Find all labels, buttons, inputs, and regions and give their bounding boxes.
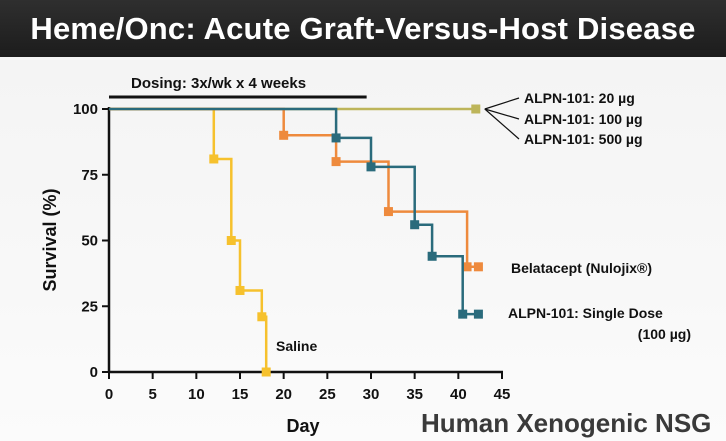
series-label-alpn-multi: ALPN-101: 500 µg xyxy=(524,131,643,147)
y-tick-label: 75 xyxy=(81,167,98,184)
series-line-belatacept xyxy=(109,107,479,269)
x-tick-label: 35 xyxy=(406,386,423,403)
slide-body xyxy=(0,57,726,441)
series-label-alpn-single-dose: (100 µg) xyxy=(638,326,691,342)
axis-ticks: 0 5 10 15 20 25 30 35 40 45 0 25 50 75 100 xyxy=(73,101,510,403)
series-group xyxy=(109,104,483,377)
series-label-alpn-single: ALPN-101: Single Dose xyxy=(508,305,663,321)
data-point xyxy=(209,154,219,164)
data-point xyxy=(473,309,483,319)
series-line-alpn_single xyxy=(109,107,479,316)
data-point xyxy=(226,236,236,245)
data-point xyxy=(471,104,481,114)
x-tick-label: 5 xyxy=(148,386,156,403)
y-tick-label: 100 xyxy=(73,101,98,118)
y-tick-label: 50 xyxy=(81,233,98,250)
series-saline xyxy=(109,107,271,377)
x-axis-label: Day xyxy=(286,416,319,436)
slide-header: Heme/Onc: Acute Graft-Versus-Host Diseas… xyxy=(0,0,726,57)
callout-line xyxy=(484,97,520,110)
dosing-annotation-label: Dosing: 3x/wk x 4 weeks xyxy=(131,75,306,92)
data-point xyxy=(261,367,271,377)
series-label-alpn-multi: ALPN-101: 100 µg xyxy=(524,111,643,127)
x-tick-label: 40 xyxy=(450,386,467,403)
data-point xyxy=(473,262,483,272)
data-point xyxy=(427,251,437,261)
data-point xyxy=(458,309,468,319)
data-point xyxy=(383,207,393,217)
data-point xyxy=(410,220,420,230)
y-tick-label: 25 xyxy=(81,298,98,315)
slide-title: Heme/Onc: Acute Graft-Versus-Host Diseas… xyxy=(30,10,696,46)
y-tick-label: 0 xyxy=(90,364,98,381)
series-labels: ALPN-101: 20 µg ALPN-101: 100 µg ALPN-101:… xyxy=(276,90,691,354)
y-axis-label: Survival (%) xyxy=(40,188,60,291)
data-point xyxy=(279,130,289,140)
data-point xyxy=(235,285,245,295)
x-tick-label: 20 xyxy=(275,386,292,403)
data-point xyxy=(331,157,341,167)
callout-line xyxy=(484,108,520,120)
data-point xyxy=(331,133,341,143)
x-tick-label: 0 xyxy=(105,386,113,403)
model-label: Human Xenogenic NSG xyxy=(421,408,712,438)
x-tick-label: 15 xyxy=(232,386,249,403)
data-point xyxy=(366,162,376,172)
x-tick-label: 10 xyxy=(188,386,205,403)
data-point xyxy=(462,262,472,272)
series-label-saline: Saline xyxy=(276,338,317,354)
data-point xyxy=(257,312,267,322)
series-label-belatacept: Belatacept (Nulojix®) xyxy=(511,260,652,276)
series-line-saline xyxy=(109,107,268,372)
callout-line xyxy=(484,108,520,140)
series-alpn_single xyxy=(109,107,483,319)
x-tick-label: 30 xyxy=(363,386,380,403)
series-label-alpn-multi: ALPN-101: 20 µg xyxy=(524,90,635,106)
axes xyxy=(107,107,503,374)
x-tick-label: 25 xyxy=(319,386,336,403)
series-belatacept xyxy=(109,107,483,272)
x-tick-label: 45 xyxy=(494,386,511,403)
